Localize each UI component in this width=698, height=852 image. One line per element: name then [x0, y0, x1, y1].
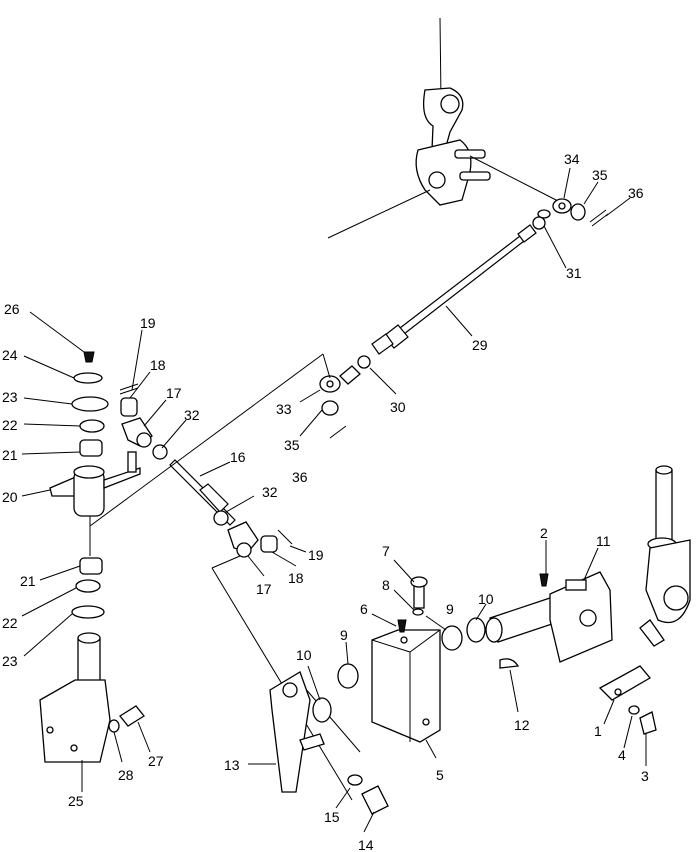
bolt-27 — [119, 705, 145, 727]
rod-end-17-lower — [227, 521, 259, 553]
callout-20: 20 — [2, 489, 18, 505]
callout-35-top: 35 — [592, 167, 608, 183]
callout-9-right: 9 — [446, 601, 454, 617]
callout-10-left: 10 — [296, 647, 312, 663]
leader-lines — [21, 167, 647, 833]
seal-22-lower — [75, 579, 101, 593]
washer-28 — [108, 719, 120, 733]
pin-36-mid — [329, 425, 347, 439]
callout-8: 8 — [382, 577, 390, 593]
grease-nipple-26 — [83, 351, 95, 363]
callout-11: 11 — [596, 533, 611, 549]
washer-8 — [412, 608, 424, 616]
lever-13 — [269, 663, 389, 815]
callout-5: 5 — [436, 767, 444, 783]
callout-22-lower: 22 — [2, 615, 18, 631]
grease-nipple-6 — [397, 619, 407, 633]
block-5 — [371, 576, 486, 743]
callout-31: 31 — [566, 265, 582, 281]
callout-9-left: 9 — [340, 627, 348, 643]
nut-18-upper — [120, 397, 138, 417]
nut-32-lower — [213, 510, 229, 526]
callout-23-lower: 23 — [2, 653, 18, 669]
callout-2: 2 — [540, 525, 548, 541]
washer-23-lower — [71, 605, 105, 619]
shaft-25 — [77, 637, 101, 687]
callout-17-lower: 17 — [256, 581, 272, 597]
callout-6: 6 — [360, 601, 368, 617]
callout-32-upper: 32 — [184, 407, 200, 423]
nut-30 — [357, 355, 371, 369]
callout-35-mid: 35 — [284, 437, 300, 453]
callout-13: 13 — [224, 757, 240, 773]
callout-10-right: 10 — [478, 591, 494, 607]
pin-19-upper — [119, 383, 139, 395]
callout-12: 12 — [514, 717, 530, 733]
seal-10-left — [312, 697, 332, 723]
callout-21-lower: 21 — [20, 573, 36, 589]
callout-36-mid: 36 — [292, 469, 308, 485]
grease-nipple-2 — [539, 573, 549, 587]
callout-36-top: 36 — [628, 185, 644, 201]
washer-15 — [347, 774, 363, 786]
lever-1 — [598, 665, 651, 701]
callout-24: 24 — [2, 347, 18, 363]
nut-35-mid — [321, 400, 339, 416]
callout-27: 27 — [148, 753, 164, 769]
callout-23-upper: 23 — [2, 389, 18, 405]
callout-26: 26 — [4, 301, 20, 317]
callout-15: 15 — [324, 809, 340, 825]
washer-23-upper — [71, 396, 109, 412]
seal-10-right — [466, 617, 486, 643]
snap-ring-24 — [73, 372, 103, 384]
callout-29: 29 — [472, 337, 488, 353]
callout-25: 25 — [68, 793, 84, 809]
callout-30: 30 — [390, 399, 406, 415]
bearing-9-left — [337, 663, 359, 689]
callout-22-upper: 22 — [2, 417, 18, 433]
nut-35-top — [570, 203, 586, 221]
bolt-3 — [639, 711, 657, 735]
pin-36-top — [589, 209, 609, 227]
bolt-14 — [361, 785, 389, 815]
bracket-25 — [39, 679, 111, 763]
nut-32-upper — [152, 444, 168, 460]
bearing-21-lower — [79, 557, 103, 575]
callout-21-upper: 21 — [2, 447, 18, 463]
callout-1: 1 — [594, 723, 602, 739]
callout-3: 3 — [641, 768, 649, 784]
right-pedal-assembly — [639, 465, 691, 647]
washer-top — [537, 209, 551, 219]
callout-18-upper: 18 — [150, 357, 166, 373]
rod-end-33-group — [319, 353, 371, 439]
callout-19-lower: 19 — [308, 547, 324, 563]
callout-18-lower: 18 — [288, 570, 304, 586]
clevis-11 — [485, 571, 657, 735]
top-lever-assembly — [327, 17, 561, 239]
callout-4: 4 — [618, 747, 626, 763]
seal-22-upper — [79, 419, 105, 433]
left-bracket-stack — [39, 351, 145, 763]
key-12 — [499, 658, 520, 669]
pin-19-lower — [277, 529, 293, 545]
nut-31 — [532, 216, 546, 230]
bearing-9-right — [441, 625, 463, 651]
callout-16: 16 — [230, 449, 246, 465]
callout-labels: 1 2 3 4 5 6 7 8 9 9 10 10 11 12 13 14 15… — [2, 151, 649, 852]
callout-34: 34 — [564, 151, 580, 167]
callout-14: 14 — [358, 837, 374, 852]
callout-32-lower: 32 — [262, 484, 278, 500]
bearing-21-upper — [79, 439, 103, 457]
nut-18-lower — [260, 535, 278, 553]
callout-19-upper: 19 — [140, 315, 156, 331]
rod-29 — [371, 198, 609, 355]
washer-4 — [628, 705, 640, 715]
callout-7: 7 — [382, 543, 390, 559]
callout-17-upper: 17 — [166, 385, 182, 401]
callout-28: 28 — [118, 767, 134, 783]
rod-16 — [119, 383, 293, 558]
callout-33: 33 — [276, 401, 292, 417]
